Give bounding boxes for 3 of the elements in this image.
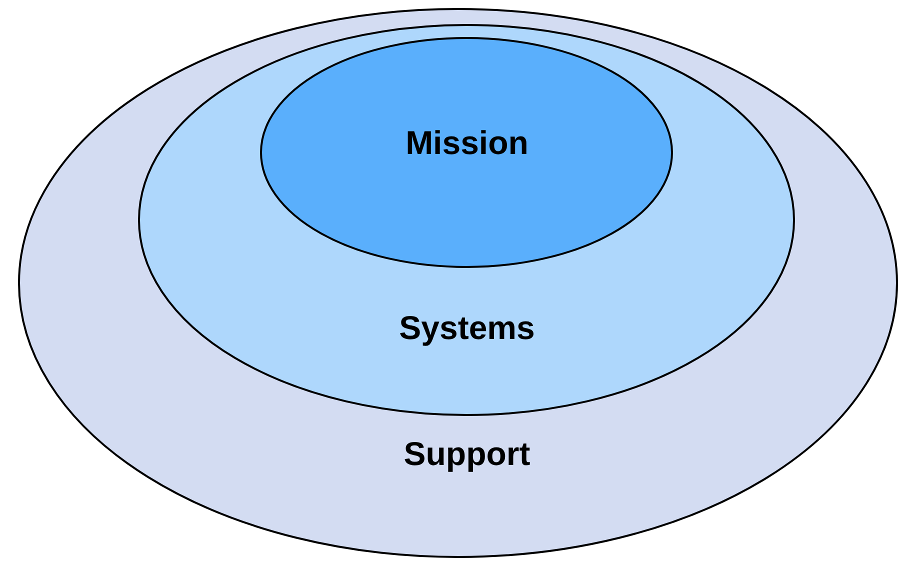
layer-label: Mission	[406, 126, 528, 159]
layer-label: Systems	[399, 311, 535, 344]
layer-label: Support	[404, 437, 530, 470]
